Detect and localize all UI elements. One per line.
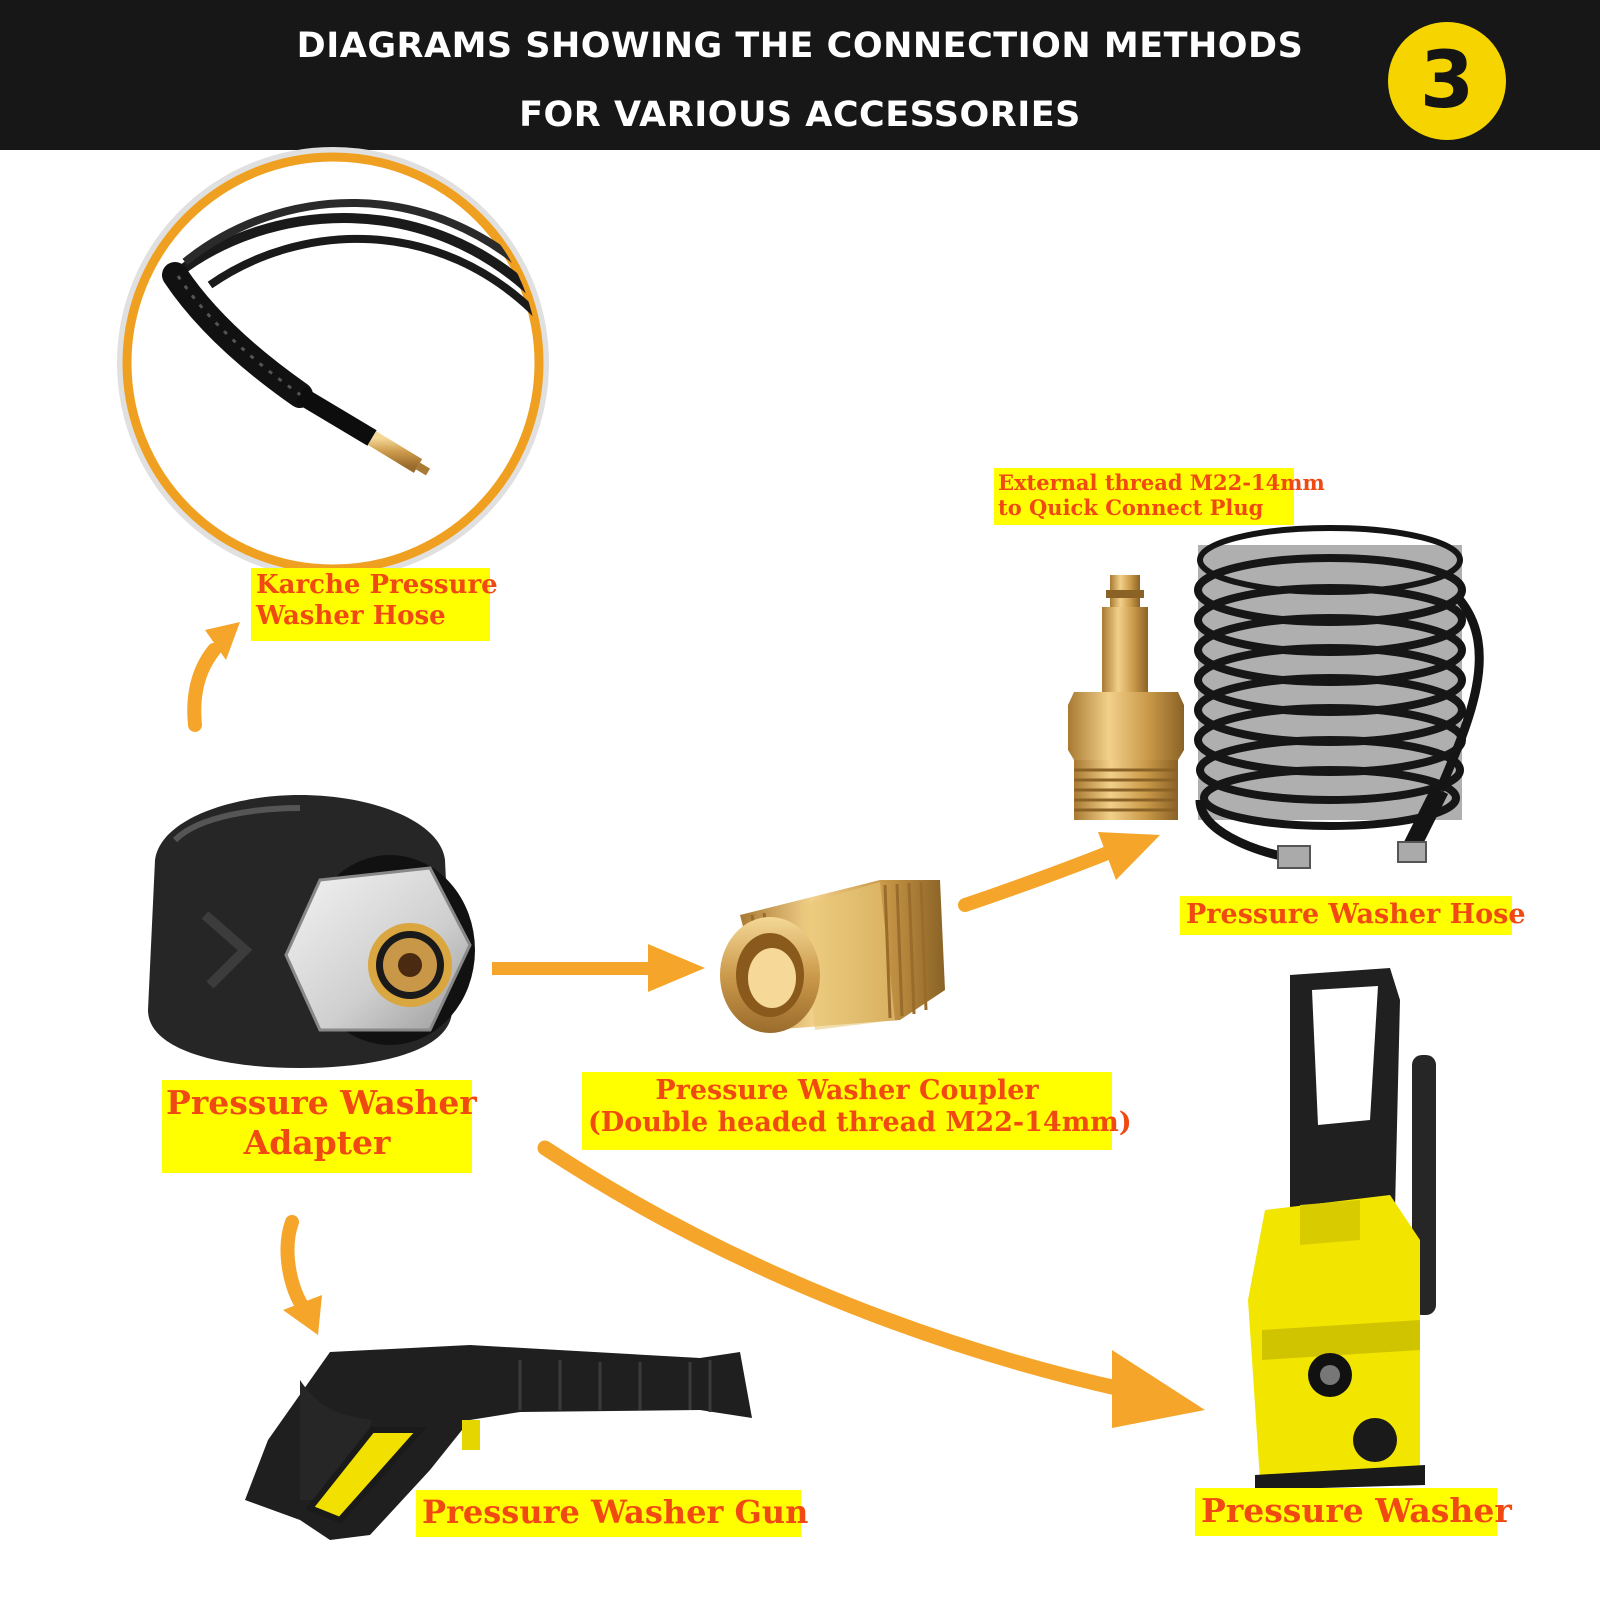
label-karcher-pressure-washer-hose: Karche Pressure Washer Hose (251, 568, 498, 641)
arrow-to-gun (280, 1215, 322, 1335)
header-title-line-1: DIAGRAMS SHOWING THE CONNECTION METHODS (296, 26, 1304, 66)
label-line: to Quick Connect Plug (998, 495, 1264, 521)
label-pressure-washer-hose: Pressure Washer Hose (1180, 896, 1526, 935)
label-pressure-washer-adapter: Pressure Washer Adapter (162, 1080, 477, 1173)
label-line: External thread M22-14mm (998, 470, 1325, 495)
label-pressure-washer-gun: Pressure Washer Gun (416, 1490, 808, 1537)
connection-arrows (187, 622, 1205, 1428)
label-line: Pressure Washer Coupler (655, 1075, 1039, 1106)
label-pressure-washer: Pressure Washer (1195, 1488, 1512, 1536)
label-line: Adapter (243, 1122, 391, 1162)
arrow-to-karcher-hose (187, 622, 240, 732)
label-line: Washer Hose (256, 601, 446, 632)
header-banner: DIAGRAMS SHOWING THE CONNECTION METHODS … (0, 0, 1600, 150)
label-quick-connect-plug: External thread M22-14mm to Quick Connec… (994, 468, 1325, 525)
label-line: (Double headed thread M22-14mm) (588, 1107, 1132, 1139)
pressure-washer-photo (1248, 968, 1436, 1490)
header-title-line-2: FOR VARIOUS ACCESSORIES (519, 95, 1081, 135)
spray-gun-photo (245, 1345, 752, 1540)
arrow-to-pressure-washer (537, 1140, 1205, 1428)
arrow-to-coupler (492, 944, 705, 992)
karcher-hose-photo (117, 147, 549, 579)
arrow-to-hose (958, 832, 1160, 912)
label-pressure-washer-coupler: Pressure Washer Coupler (Double headed t… (582, 1072, 1132, 1150)
quick-connect-plug-photo (1068, 575, 1184, 820)
label-line: Karche Pressure (256, 570, 498, 600)
coiled-hose-photo (1194, 525, 1484, 869)
step-number-badge: 3 (1388, 22, 1506, 140)
label-line: Pressure Washer (166, 1083, 477, 1122)
coupler-photo (720, 880, 945, 1033)
adapter-photo (148, 795, 475, 1068)
